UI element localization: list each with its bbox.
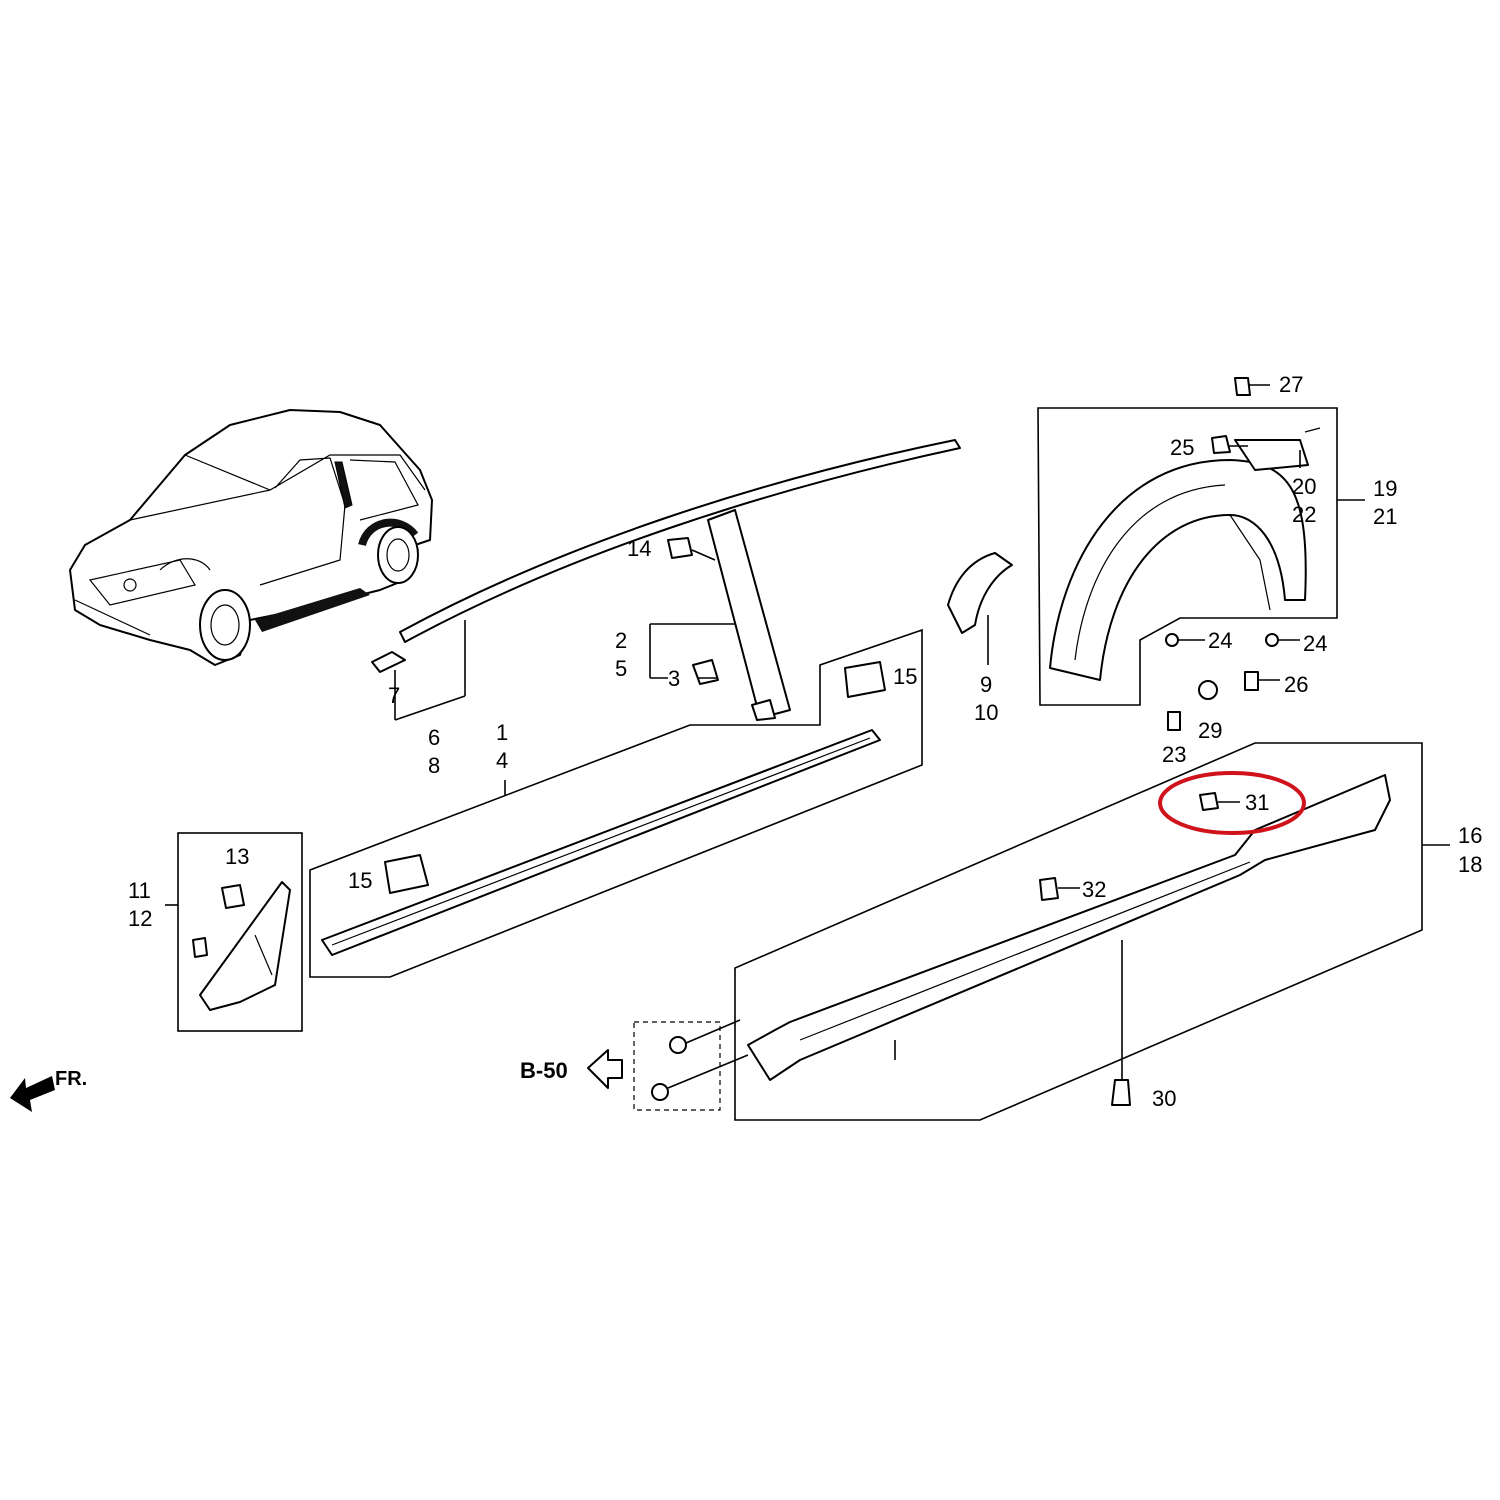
side-sill-garnish-part bbox=[734, 742, 1450, 1121]
label-21: 21 bbox=[1373, 504, 1397, 529]
label-23: 23 bbox=[1162, 742, 1186, 767]
label-16: 16 bbox=[1458, 823, 1482, 848]
callout-labels: 1 4 2 5 3 6 8 7 9 10 11 12 13 14 15 15 1… bbox=[128, 372, 1482, 1111]
front-arrow-icon bbox=[10, 1076, 55, 1112]
highlight-circle bbox=[1158, 771, 1306, 835]
mudguard-part bbox=[165, 832, 303, 1032]
label-27: 27 bbox=[1279, 372, 1303, 397]
label-22: 22 bbox=[1292, 502, 1316, 527]
fender-liner-part bbox=[1037, 377, 1365, 706]
pillar-garnish-part bbox=[649, 509, 791, 721]
label-4: 4 bbox=[496, 748, 508, 773]
label-10: 10 bbox=[974, 700, 998, 725]
label-26: 26 bbox=[1284, 672, 1308, 697]
label-15-bottom: 15 bbox=[348, 868, 372, 893]
label-2: 2 bbox=[615, 628, 627, 653]
label-20: 20 bbox=[1292, 474, 1316, 499]
label-5: 5 bbox=[615, 656, 627, 681]
label-32: 32 bbox=[1082, 877, 1106, 902]
reference-arrow-icon bbox=[587, 1049, 623, 1089]
label-13: 13 bbox=[225, 844, 249, 869]
label-11: 11 bbox=[128, 878, 151, 903]
label-6: 6 bbox=[428, 725, 440, 750]
front-marker-label: FR. bbox=[55, 1068, 87, 1090]
label-15-top: 15 bbox=[893, 664, 917, 689]
label-8: 8 bbox=[428, 753, 440, 778]
label-31: 31 bbox=[1245, 790, 1269, 815]
label-14: 14 bbox=[627, 536, 651, 561]
label-3: 3 bbox=[668, 666, 680, 691]
label-29: 29 bbox=[1198, 718, 1222, 743]
roof-molding-part bbox=[371, 439, 961, 721]
label-9: 9 bbox=[980, 672, 992, 697]
label-25: 25 bbox=[1170, 435, 1194, 460]
label-24-right: 24 bbox=[1303, 631, 1327, 656]
reference-label[interactable]: B-50 bbox=[520, 1058, 568, 1083]
door-molding-part bbox=[309, 628, 923, 978]
label-7: 7 bbox=[388, 683, 400, 708]
label-24-left: 24 bbox=[1208, 628, 1232, 653]
car-overview-illustration bbox=[69, 409, 433, 666]
screw-box bbox=[633, 1019, 749, 1111]
garnish-9-10-part bbox=[947, 552, 1013, 665]
label-12: 12 bbox=[128, 906, 152, 931]
fender-fasteners bbox=[1165, 633, 1300, 731]
label-1: 1 bbox=[496, 720, 508, 745]
label-19: 19 bbox=[1373, 476, 1397, 501]
label-30: 30 bbox=[1152, 1086, 1176, 1111]
label-18: 18 bbox=[1458, 852, 1482, 877]
